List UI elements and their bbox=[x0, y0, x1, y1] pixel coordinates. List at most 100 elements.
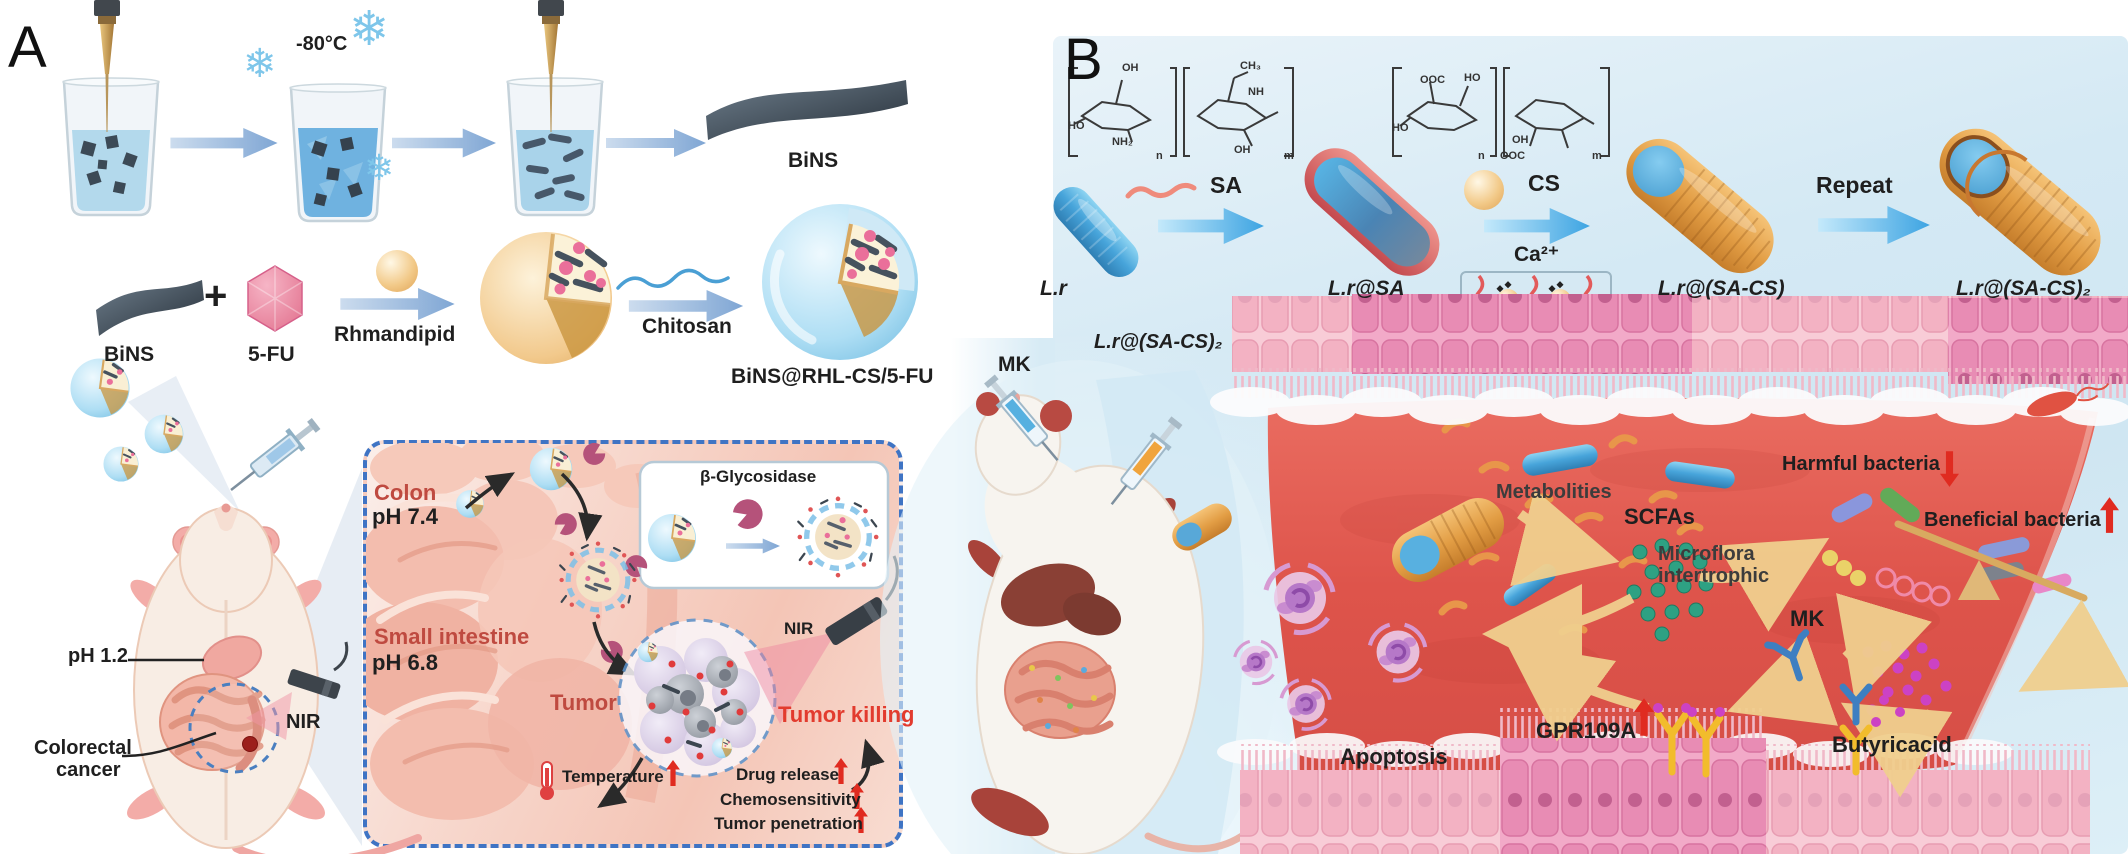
bins-nanosheet bbox=[706, 80, 908, 140]
nir-label-tumor: NIR bbox=[784, 619, 814, 638]
sonicator-probe-1 bbox=[94, 0, 120, 132]
tumor-penetration-label: Tumor penetration bbox=[714, 814, 863, 833]
repeat-label: Repeat bbox=[1816, 172, 1893, 198]
mk-syringe bbox=[984, 374, 1059, 462]
colorectal-cancer-label-2: cancer bbox=[56, 759, 121, 781]
rhamnolipid-label: Rhmandipid bbox=[334, 323, 456, 346]
beaker-3 bbox=[506, 77, 604, 217]
tumor-cell-cluster bbox=[617, 618, 777, 778]
harmful-bacteria-label: Harmful bacteria bbox=[1782, 453, 1940, 475]
ph-stomach-label: pH 1.2 bbox=[68, 645, 129, 667]
rhl-nanoparticle-cutaway bbox=[480, 232, 612, 364]
lr-sacs2-syringe-label: L.r@(SA-CS)₂ bbox=[1094, 331, 1223, 353]
nir-laser-mouse bbox=[246, 641, 349, 740]
harmful-bacteria-cluster bbox=[1822, 487, 1951, 607]
capsule-floating bbox=[1172, 503, 1232, 551]
colon-ph-label: pH 7.4 bbox=[372, 504, 439, 529]
chem-label: OOC bbox=[1420, 74, 1446, 86]
mouse-panel-b bbox=[968, 392, 1246, 854]
tumor-dot bbox=[242, 736, 258, 752]
colon-label: Colon bbox=[374, 480, 437, 505]
calcium-label: Ca²⁺ bbox=[1514, 243, 1559, 266]
chem-label: CH₃ bbox=[1240, 60, 1261, 72]
nir-label-mouse: NIR bbox=[286, 711, 321, 733]
arrow-cs-coating bbox=[1484, 208, 1590, 244]
lr-label: L.r bbox=[1040, 277, 1067, 300]
enzyme-label: β-Glycosidase bbox=[700, 467, 817, 486]
chem-subscript: m bbox=[1284, 150, 1294, 162]
sa-polymer-squiggle bbox=[1125, 182, 1197, 199]
chitosan-polymer-squiggle bbox=[616, 268, 730, 290]
arrow-rhamnolipid bbox=[340, 288, 455, 320]
chitosan-label: Chitosan bbox=[642, 315, 732, 338]
mouse-panel-a bbox=[121, 503, 422, 854]
tumor-label: Tumor bbox=[550, 690, 617, 715]
plus-sign: + bbox=[204, 274, 228, 318]
capsule-in-lumen bbox=[1391, 498, 1505, 582]
rhamnolipid-ball bbox=[376, 250, 418, 292]
metabolities-label: Metabolities bbox=[1496, 481, 1612, 503]
lr-sa-label: L.r@SA bbox=[1328, 277, 1405, 300]
cs-ball bbox=[1464, 170, 1504, 210]
nanoparticle-mini-1 bbox=[68, 356, 132, 420]
panel-b-label: B bbox=[1064, 27, 1103, 92]
product-label: BiNS@RHL-CS/5-FU bbox=[731, 365, 934, 388]
bins-rhl-cs-5fu-sphere bbox=[762, 204, 918, 360]
lr-sacs2-syringe bbox=[1110, 416, 1183, 506]
arrow-step3 bbox=[606, 129, 706, 157]
gpr109a-receptors bbox=[1654, 710, 1724, 778]
flagellated-bacterium bbox=[2027, 382, 2110, 417]
chem-label: HO bbox=[1464, 72, 1481, 84]
epithelium-top bbox=[1232, 294, 2128, 398]
snowflake-icon: ❄ bbox=[364, 147, 395, 188]
lr-sacs-capsule bbox=[1626, 138, 1774, 274]
bins-label: BiNS bbox=[788, 149, 839, 172]
freeze-temp-label: -80°C bbox=[296, 33, 348, 55]
chem-subscript: n bbox=[1478, 150, 1485, 162]
arrow-sa-coating bbox=[1158, 208, 1264, 244]
bins-label-2: BiNS bbox=[104, 343, 155, 366]
apoptosis-label: Apoptosis bbox=[1340, 744, 1448, 769]
lr-sa-capsule bbox=[1304, 148, 1440, 276]
mk-label: MK bbox=[1790, 606, 1825, 631]
panel-a-label: A bbox=[8, 15, 47, 80]
butyric-acid-label: Butyricacid bbox=[1832, 732, 1952, 757]
chem-label: OH bbox=[1122, 62, 1139, 74]
beaker-1 bbox=[62, 77, 160, 217]
receptor-ligand-dots bbox=[1653, 695, 1905, 727]
particle-in-colon-large bbox=[528, 446, 574, 492]
chitosan-chemical-structure bbox=[1068, 67, 1294, 157]
lr-sacs2-capsule bbox=[1939, 128, 2101, 276]
lr-sacs-label: L.r@(SA-CS) bbox=[1658, 277, 1785, 300]
snowflake-icon: ❄ bbox=[349, 3, 390, 56]
snowflake-icon: ❄ bbox=[243, 42, 277, 86]
chem-subscript: m bbox=[1592, 150, 1602, 162]
drug-release-label: Drug release bbox=[736, 765, 839, 784]
nanoparticle-mini-3 bbox=[102, 445, 140, 483]
cs-label: CS bbox=[1528, 170, 1560, 196]
fu-crystal bbox=[247, 265, 303, 332]
process-arrows-yellow bbox=[1482, 489, 2128, 798]
bins-nanosheet-small bbox=[96, 280, 204, 336]
beneficial-bacteria-label: Beneficial bacteria bbox=[1924, 509, 2101, 531]
temperature-label: Temperature bbox=[562, 767, 664, 786]
lr-bacterium bbox=[1053, 186, 1139, 278]
beaker-2-frozen bbox=[289, 83, 387, 223]
small-intestine-label: Small intestine bbox=[374, 624, 530, 649]
chem-label: OH bbox=[1234, 144, 1251, 156]
mk-syringe-label: MK bbox=[998, 353, 1031, 376]
gpr109a-label: GPR109A bbox=[1536, 718, 1637, 743]
chem-label: OH bbox=[1512, 134, 1529, 146]
thermometer-icon bbox=[540, 761, 554, 800]
chemosensitivity-label: Chemosensitivity bbox=[720, 790, 861, 809]
mucus-foam-top bbox=[1210, 387, 2128, 426]
chem-label: OOC bbox=[1500, 150, 1526, 162]
scfa-dots bbox=[1626, 538, 1714, 642]
syringe-panel-a bbox=[230, 418, 321, 491]
colorectal-cancer-label-1: Colorectal bbox=[34, 737, 132, 759]
arrow-repeat bbox=[1818, 206, 1930, 244]
arrow-step1 bbox=[170, 128, 278, 158]
receptor-bound bbox=[1839, 724, 1873, 776]
